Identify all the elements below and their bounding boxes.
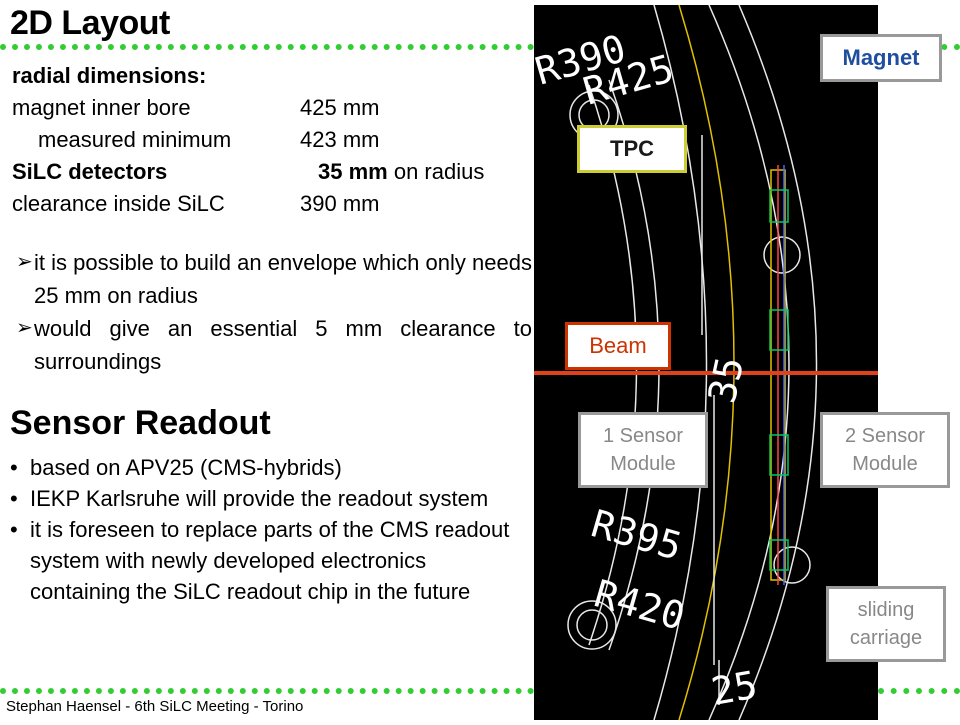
bullet-text: based on APV25 (CMS-hybrids)	[30, 455, 342, 480]
dimension-row: magnet inner bore 425 mm	[12, 92, 532, 124]
bullet-item: • IEKP Karlsruhe will provide the readou…	[10, 483, 520, 514]
hybrid-rect	[769, 309, 789, 351]
bullet-text: IEKP Karlsruhe will provide the readout …	[30, 486, 489, 511]
dimension-label: SiLC detectors	[12, 159, 168, 184]
bullet-item: • based on APV25 (CMS-hybrids)	[10, 452, 520, 483]
beam-label-box: Beam	[565, 322, 671, 370]
arrow-item-text: would give an essential 5 mm clearance t…	[34, 316, 532, 374]
bottom-dotted-separator-right	[878, 688, 960, 694]
arrow-list-item: ➢ it is possible to build an envelope wh…	[12, 246, 532, 312]
bullet-dot-icon: •	[10, 517, 18, 542]
arrow-list-item: ➢ would give an essential 5 mm clearance…	[12, 312, 532, 378]
bullet-dot-icon: •	[10, 455, 18, 480]
bullet-list: • based on APV25 (CMS-hybrids) • IEKP Ka…	[10, 452, 520, 607]
bullet-item: • it is foreseen to replace parts of the…	[10, 514, 520, 607]
arrow-bullet-icon: ➢	[16, 251, 33, 273]
mount-circle	[773, 546, 811, 584]
dimension-label: clearance inside SiLC	[12, 191, 225, 216]
dimension-label: magnet inner bore	[12, 95, 191, 120]
tpc-label: TPC	[610, 136, 654, 161]
slide-title: 2D Layout	[10, 4, 170, 42]
hybrid-rect	[769, 539, 789, 571]
one-sensor-label: 1 Sensor	[602, 425, 684, 447]
carriage-label: carriage	[849, 627, 923, 649]
dimension-row: measured minimum 423 mm	[12, 124, 532, 156]
dimension-row: clearance inside SiLC 390 mm	[12, 188, 532, 220]
mount-circle	[763, 236, 801, 274]
magnet-arc-line	[678, 4, 735, 721]
dimension-35-label: 35	[700, 353, 753, 407]
dimension-label: measured minimum	[38, 127, 232, 152]
dimension-row: SiLC detectors 35 mm on radius	[12, 156, 532, 188]
outer-arc-line	[653, 4, 708, 721]
dimension-25-label: 25	[708, 663, 761, 714]
right-arc-line-2	[738, 4, 818, 721]
one-sensor-module-box: 1 Sensor Module	[578, 412, 708, 488]
r420-label: R420	[590, 571, 690, 639]
arrow-bullet-icon: ➢	[16, 317, 33, 339]
magnet-label: Magnet	[842, 45, 920, 70]
bullet-text: it is foreseen to replace parts of the C…	[30, 517, 510, 604]
magnet-label-box: Magnet	[820, 34, 942, 82]
hybrid-rect	[769, 434, 789, 476]
one-sensor-module-label: Module	[610, 453, 676, 475]
sliding-label: sliding	[857, 599, 915, 621]
bullet-dot-icon: •	[10, 486, 18, 511]
section-title: Sensor Readout	[10, 404, 271, 442]
beam-label: Beam	[589, 333, 647, 358]
footer-text: Stephan Haensel - 6th SiLC Meeting - Tor…	[6, 698, 304, 715]
radial-dimensions-block: radial dimensions: magnet inner bore 425…	[12, 60, 532, 378]
cad-drawing-svg: R390 R425 R395 R420 35 25	[530, 4, 878, 721]
sliding-carriage-box: sliding carriage	[826, 586, 946, 662]
right-arc-line	[708, 4, 790, 721]
tpc-label-box: TPC	[577, 125, 687, 173]
dimension-value: 390 mm	[300, 191, 380, 216]
dimension-value: 425 mm	[300, 95, 380, 120]
top-dotted-separator	[0, 44, 534, 50]
mount-circle	[567, 600, 617, 650]
arrow-item-text: it is possible to build an envelope whic…	[34, 250, 532, 308]
dimension-value: 35 mm	[318, 159, 388, 184]
dimension-value: 423 mm	[300, 127, 380, 152]
two-sensor-label: 2 Sensor	[844, 425, 926, 447]
radial-heading: radial dimensions:	[12, 63, 207, 88]
bottom-dotted-separator	[0, 688, 534, 694]
dimension-suffix: on radius	[387, 159, 485, 184]
hybrid-rect	[769, 189, 789, 223]
two-sensor-module-label: Module	[852, 453, 918, 475]
two-sensor-module-box: 2 Sensor Module	[820, 412, 950, 488]
mount-circle-inner	[576, 609, 608, 641]
